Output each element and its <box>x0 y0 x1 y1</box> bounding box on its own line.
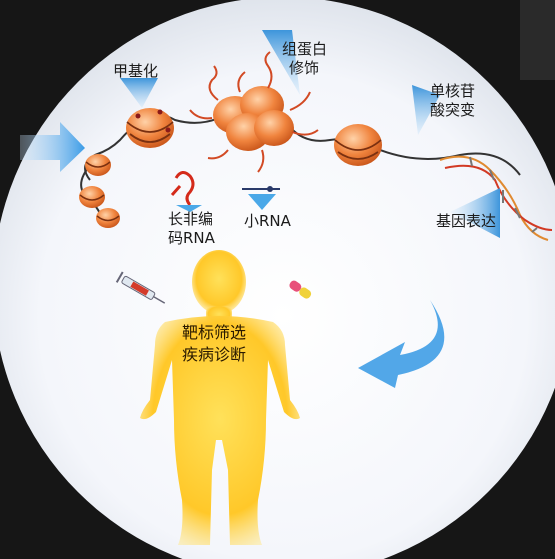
methylation-label: 甲基化 <box>113 62 158 81</box>
lncrna-label-1: 长非编 <box>168 210 213 229</box>
snp-label-1: 单核苷 <box>430 82 475 101</box>
nucleosome-snp <box>334 124 382 166</box>
disease-diagnosis-label: 疾病诊断 <box>182 344 246 366</box>
small-rna-label: 小RNA <box>244 212 291 231</box>
nucleosome-methylated <box>126 108 174 148</box>
protein-mod-label-2: 修饰 <box>289 59 319 78</box>
edge-corner-right <box>520 0 555 80</box>
gene-expression-label: 基因表达 <box>436 212 496 231</box>
protein-mod-label-1: 组蛋白 <box>282 40 327 59</box>
nucleosome-small-1 <box>85 154 111 176</box>
target-screening-label: 靶标筛选 <box>182 322 246 344</box>
nucleosome-small-2 <box>79 186 105 208</box>
snp-label-2: 酸突变 <box>430 101 475 120</box>
lncrna-label-2: 码RNA <box>168 229 215 248</box>
nucleosome-small-3 <box>96 208 120 228</box>
